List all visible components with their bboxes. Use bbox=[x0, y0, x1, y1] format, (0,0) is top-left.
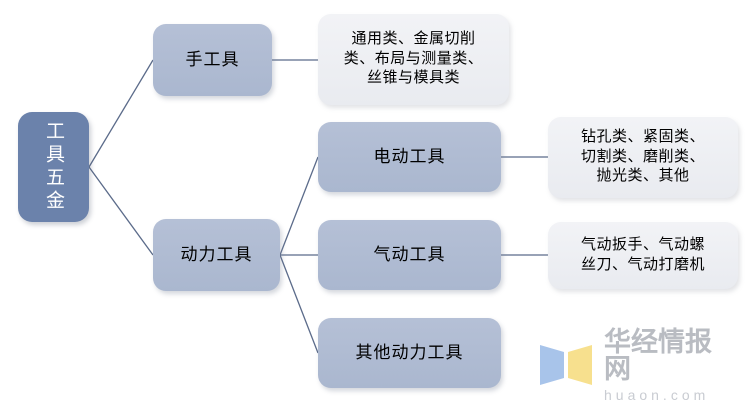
leaf-line: 类、布局与测量类、 bbox=[343, 50, 484, 67]
watermark-logo: 华经情报网 huaon.com bbox=[538, 328, 738, 402]
node-hand-tools-label: 手工具 bbox=[185, 49, 240, 69]
connector-power-to-electric bbox=[279, 156, 319, 256]
node-pneumatic-tools[interactable]: 气动工具 bbox=[318, 220, 501, 290]
leaf-line: 钻孔类、紧固类、 bbox=[580, 128, 705, 145]
watermark-name-en: huaon.com bbox=[604, 386, 710, 403]
huaon-logo-icon bbox=[540, 345, 592, 385]
leaf-line: 抛光类、其他 bbox=[596, 168, 690, 185]
leaf-line: 通用类、金属切削 bbox=[351, 30, 476, 47]
node-power-tools-label: 动力工具 bbox=[180, 244, 253, 264]
node-other-power-tools-label: 其他动力工具 bbox=[355, 342, 464, 362]
leaf-line: 切割类、磨削类、 bbox=[580, 148, 705, 165]
node-root-tool-hardware[interactable]: 工具五金 bbox=[18, 112, 89, 222]
watermark-text: 华经情报网 huaon.com bbox=[604, 326, 738, 403]
leaf-hand-tools-detail[interactable]: 通用类、金属切削 类、布局与测量类、 丝锥与模具类 bbox=[318, 14, 509, 105]
node-pneumatic-tools-label: 气动工具 bbox=[373, 244, 446, 264]
leaf-electric-tools-detail[interactable]: 钻孔类、紧固类、 切割类、磨削类、 抛光类、其他 bbox=[548, 117, 738, 198]
node-power-tools[interactable]: 动力工具 bbox=[153, 219, 280, 291]
connector-root-to-power bbox=[88, 166, 154, 256]
leaf-line: 丝刀、气动打磨机 bbox=[580, 256, 705, 273]
node-electric-tools-label: 电动工具 bbox=[373, 146, 446, 166]
node-root-label: 工具五金 bbox=[43, 121, 65, 213]
node-hand-tools[interactable]: 手工具 bbox=[153, 24, 272, 96]
logo-right-trapezoid bbox=[568, 345, 592, 385]
connector-root-to-hand bbox=[88, 59, 154, 168]
node-electric-tools[interactable]: 电动工具 bbox=[318, 122, 501, 192]
connector-power-to-other bbox=[279, 254, 319, 354]
leaf-pneumatic-tools-detail[interactable]: 气动扳手、气动螺 丝刀、气动打磨机 bbox=[548, 222, 738, 289]
logo-left-trapezoid bbox=[540, 345, 564, 385]
leaf-line: 气动扳手、气动螺 bbox=[580, 236, 705, 253]
node-other-power-tools[interactable]: 其他动力工具 bbox=[318, 318, 501, 388]
watermark-name-cn: 华经情报网 bbox=[604, 326, 712, 384]
leaf-line: 丝锥与模具类 bbox=[366, 70, 460, 87]
